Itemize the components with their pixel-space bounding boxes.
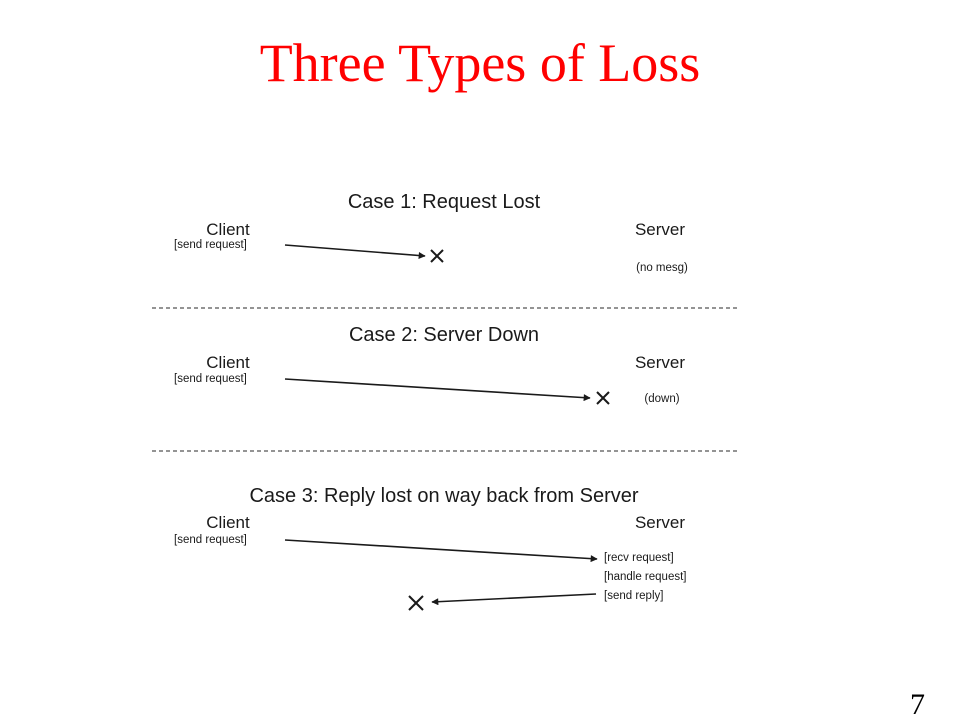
case-1-server-note: (no mesg): [636, 262, 688, 274]
case-3-client-label: Client: [206, 513, 250, 532]
case-3-title: Case 3: Reply lost on way back from Serv…: [249, 485, 638, 507]
case-1-client-action: [send request]: [174, 239, 247, 251]
case-3-server-action: [recv request]: [604, 552, 674, 564]
case-2-request-arrow: [284, 378, 591, 402]
case-2-client-label: Client: [206, 353, 250, 372]
page-number: 7: [910, 688, 925, 721]
case-1: Case 1: Request Lost Client [send reques…: [174, 191, 688, 274]
x-mark-icon: [430, 249, 444, 263]
case-1-request-arrow: [284, 244, 426, 259]
case-3-server-action: [handle request]: [604, 571, 686, 583]
x-mark-icon: [596, 391, 610, 405]
case-2-client-action: [send request]: [174, 373, 247, 385]
case-3-request-arrow: [284, 539, 598, 563]
case-3-server-action: [send reply]: [604, 590, 663, 602]
case-3-server-label: Server: [635, 513, 685, 532]
case-3-reply-arrow: [431, 593, 597, 606]
slide-title: Three Types of Loss: [259, 33, 701, 93]
case-3-client-action: [send request]: [174, 534, 247, 546]
case-1-server-label: Server: [635, 220, 685, 239]
x-mark-icon: [408, 595, 424, 611]
case-2: Case 2: Server Down Client [send request…: [174, 324, 685, 405]
case-2-server-note: (down): [644, 393, 679, 405]
case-2-title: Case 2: Server Down: [349, 324, 539, 346]
case-1-title: Case 1: Request Lost: [348, 191, 541, 213]
case-1-client-label: Client: [206, 220, 250, 239]
case-3: Case 3: Reply lost on way back from Serv…: [174, 485, 686, 611]
case-2-server-label: Server: [635, 353, 685, 372]
